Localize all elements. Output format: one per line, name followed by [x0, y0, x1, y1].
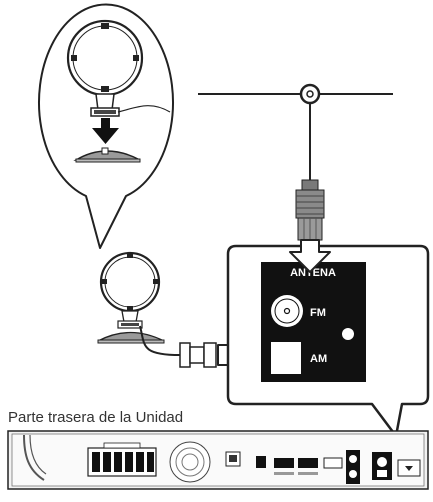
unit-rear-panel	[7, 430, 429, 490]
fm-socket-icon	[271, 295, 303, 327]
antenna-label: ANTENA	[290, 267, 336, 279]
unit-rear-caption: Parte trasera de la Unidad	[8, 409, 184, 426]
antenna-panel: ANTENA FM AM	[261, 262, 366, 382]
am-socket-icon	[271, 342, 301, 374]
arrow-down-icon	[92, 118, 119, 144]
am-loop-antenna-icon	[97, 251, 165, 344]
am-label: AM	[310, 353, 327, 365]
am-connector-icon	[179, 342, 217, 368]
antenna-stand-base-icon	[73, 147, 141, 163]
arrow-down-icon	[289, 239, 331, 273]
fm-wire-antenna-icon	[198, 83, 393, 190]
fm-label: FM	[310, 307, 326, 319]
am-lead-wire	[139, 325, 181, 356]
screw-icon	[342, 328, 354, 340]
fm-connector-icon	[295, 179, 325, 241]
am-loop-antenna-detail-icon	[66, 19, 171, 117]
